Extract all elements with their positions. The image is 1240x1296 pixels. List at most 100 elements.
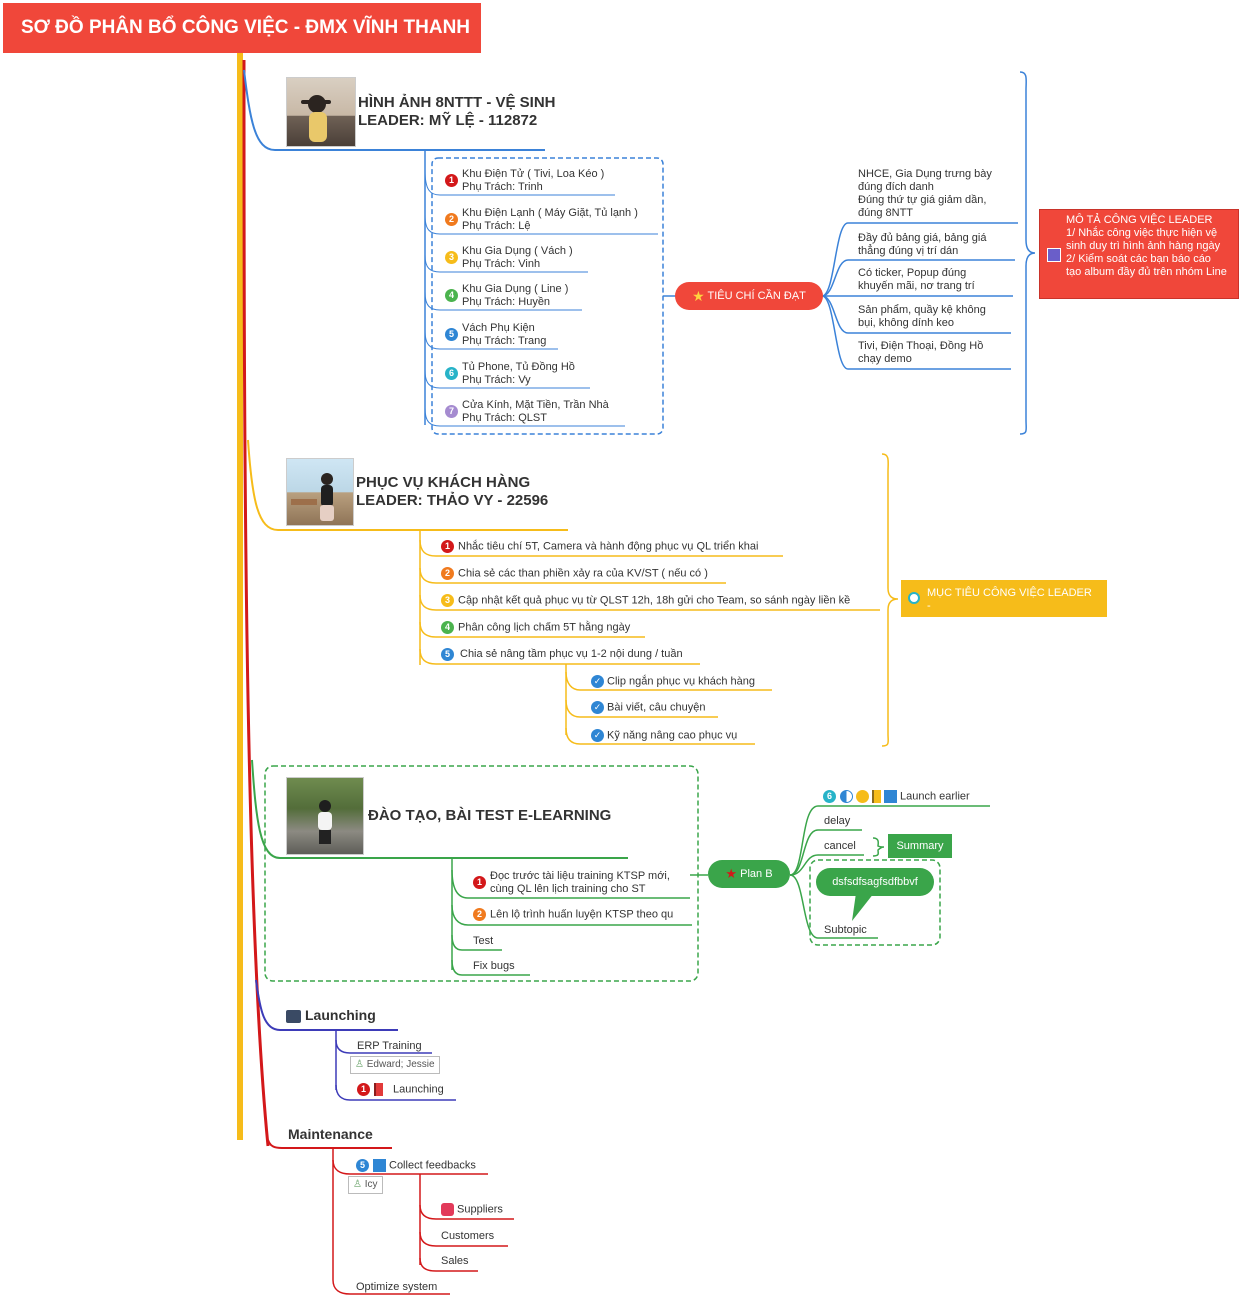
number-badge: 1 — [445, 174, 458, 187]
person-icon — [318, 800, 332, 844]
subtopic-item[interactable]: Subtopic — [824, 924, 867, 936]
branch-head-leader-my-le[interactable]: LEADER: MỸ LỆ - 112872 — [358, 112, 538, 129]
map-title[interactable]: SƠ ĐỒ PHÂN BỔ CÔNG VIỆC - ĐMX VĨNH THANH — [3, 3, 481, 53]
list-item[interactable]: 2 Khu Điện Lạnh ( Máy Giặt, Tủ lạnh )Phụ… — [445, 207, 638, 233]
leader-photo-thao-vy — [286, 458, 354, 526]
number-badge: 4 — [441, 621, 454, 634]
branch-head-hinh-anh[interactable]: HÌNH ẢNH 8NTTT - VỆ SINH — [358, 94, 556, 111]
check-icon: ✓ — [591, 701, 604, 714]
list-icon — [1047, 248, 1061, 262]
item-area: Cửa Kính, Mặt Tiền, Trần Nhà — [462, 399, 609, 411]
list-item[interactable]: 1 Khu Điện Tử ( Tivi, Loa Kéo )Phụ Trách… — [445, 168, 604, 194]
number-badge: 5 — [441, 648, 454, 661]
item-owner: Phụ Trách: Trinh — [462, 181, 543, 193]
criteria-label: TIÊU CHÍ CẦN ĐẠT — [707, 290, 806, 302]
flag-icon — [374, 1083, 383, 1096]
branch-head-phuc-vu[interactable]: PHỤC VỤ KHÁCH HÀNG — [356, 474, 531, 491]
number-badge: 2 — [441, 567, 454, 580]
number-badge: 2 — [473, 908, 486, 921]
item-area: Khu Gia Dụng ( Line ) — [462, 283, 569, 295]
item-owner: Phụ Trách: Huyền — [462, 296, 551, 308]
training-photo — [286, 777, 364, 855]
plan-b-node[interactable]: ★ Plan B — [708, 860, 790, 889]
leader-photo-my-le — [286, 77, 356, 147]
sales-item[interactable]: Sales — [441, 1255, 469, 1267]
list-item[interactable]: 4 Khu Gia Dụng ( Line )Phụ Trách: Huyền — [445, 283, 568, 309]
branch-head-dao-tao[interactable]: ĐÀO TẠO, BÀI TEST E-LEARNING — [368, 807, 612, 824]
cancel-item[interactable]: cancel — [824, 840, 856, 852]
number-badge: 2 — [445, 213, 458, 226]
assignee-label: ♙ Icy — [348, 1176, 383, 1194]
sub-item[interactable]: ✓Bài viết, câu chuyện — [591, 701, 705, 714]
suppliers-item[interactable]: Suppliers — [441, 1203, 503, 1216]
person-icon — [301, 95, 331, 142]
number-badge: 5 — [356, 1159, 369, 1172]
item-area: Khu Gia Dụng ( Vách ) — [462, 245, 573, 257]
assignee-label: ♙ Edward; Jessie — [350, 1056, 440, 1074]
item-owner: Phụ Trách: QLST — [462, 412, 547, 424]
smiley-icon — [856, 790, 869, 803]
criteria-node[interactable]: ★ TIÊU CHÍ CẦN ĐẠT — [675, 282, 823, 311]
list-item-test[interactable]: Test — [473, 935, 494, 947]
item-area: Khu Điện Tử ( Tivi, Loa Kéo ) — [462, 168, 605, 180]
item-area: Vách Phụ Kiện — [462, 322, 535, 334]
branch-head-leader-thao-vy[interactable]: LEADER: THẢO VY - 22596 — [356, 492, 549, 509]
maintenance-node[interactable]: Maintenance — [288, 1126, 373, 1142]
customers-item[interactable]: Customers — [441, 1230, 495, 1242]
item-area: Tủ Phone, Tủ Đồng Hồ — [462, 361, 575, 373]
number-badge: 7 — [445, 405, 458, 418]
number-badge: 4 — [445, 289, 458, 302]
list-item[interactable]: 3 Khu Gia Dụng ( Vách )Phụ Trách: Vinh — [445, 245, 573, 271]
check-icon: ✓ — [591, 675, 604, 688]
delay-item[interactable]: delay — [824, 815, 851, 827]
star-icon: ★ — [692, 288, 705, 305]
person-icon — [291, 473, 334, 521]
number-badge: 3 — [445, 251, 458, 264]
optimize-system-item[interactable]: Optimize system — [356, 1281, 438, 1293]
number-badge: 1 — [441, 540, 454, 553]
number-badge: 3 — [441, 594, 454, 607]
number-badge: 6 — [823, 790, 836, 803]
callout-bubble[interactable]: dsfsdfsagfsdfbbvf — [816, 868, 934, 896]
chart-icon — [373, 1159, 386, 1172]
list-item[interactable]: 1 Đọc trước tài liệu training KTSP mới,c… — [473, 870, 670, 896]
erp-training-item[interactable]: ERP Training — [357, 1040, 422, 1052]
list-item-fix-bugs[interactable]: Fix bugs — [473, 960, 515, 972]
heart-icon — [441, 1203, 454, 1216]
handshake-icon — [286, 1009, 301, 1023]
item-area: Khu Điện Lạnh ( Máy Giặt, Tủ lạnh ) — [462, 207, 638, 219]
item-owner: Phụ Trách: Vy — [462, 374, 531, 386]
item-owner: Phụ Trách: Trang — [462, 335, 547, 347]
number-badge: 1 — [473, 876, 486, 889]
summary-node[interactable]: Summary — [888, 834, 952, 858]
goal-box[interactable]: MỤC TIÊU CÔNG VIỆC LEADER- — [901, 580, 1107, 617]
target-icon — [908, 592, 920, 604]
sub-item[interactable]: ✓Clip ngắn phục vụ khách hàng — [591, 675, 755, 688]
launching-node[interactable]: Launching — [286, 1007, 376, 1023]
number-badge: 6 — [445, 367, 458, 380]
person-icon: ♙ — [355, 1059, 364, 1070]
item-owner: Phụ Trách: Vinh — [462, 258, 541, 270]
sub-item[interactable]: ✓Kỹ năng nâng cao phục vụ — [591, 729, 737, 742]
star-icon: ★ — [725, 866, 738, 882]
person-icon: ♙ — [353, 1179, 362, 1190]
